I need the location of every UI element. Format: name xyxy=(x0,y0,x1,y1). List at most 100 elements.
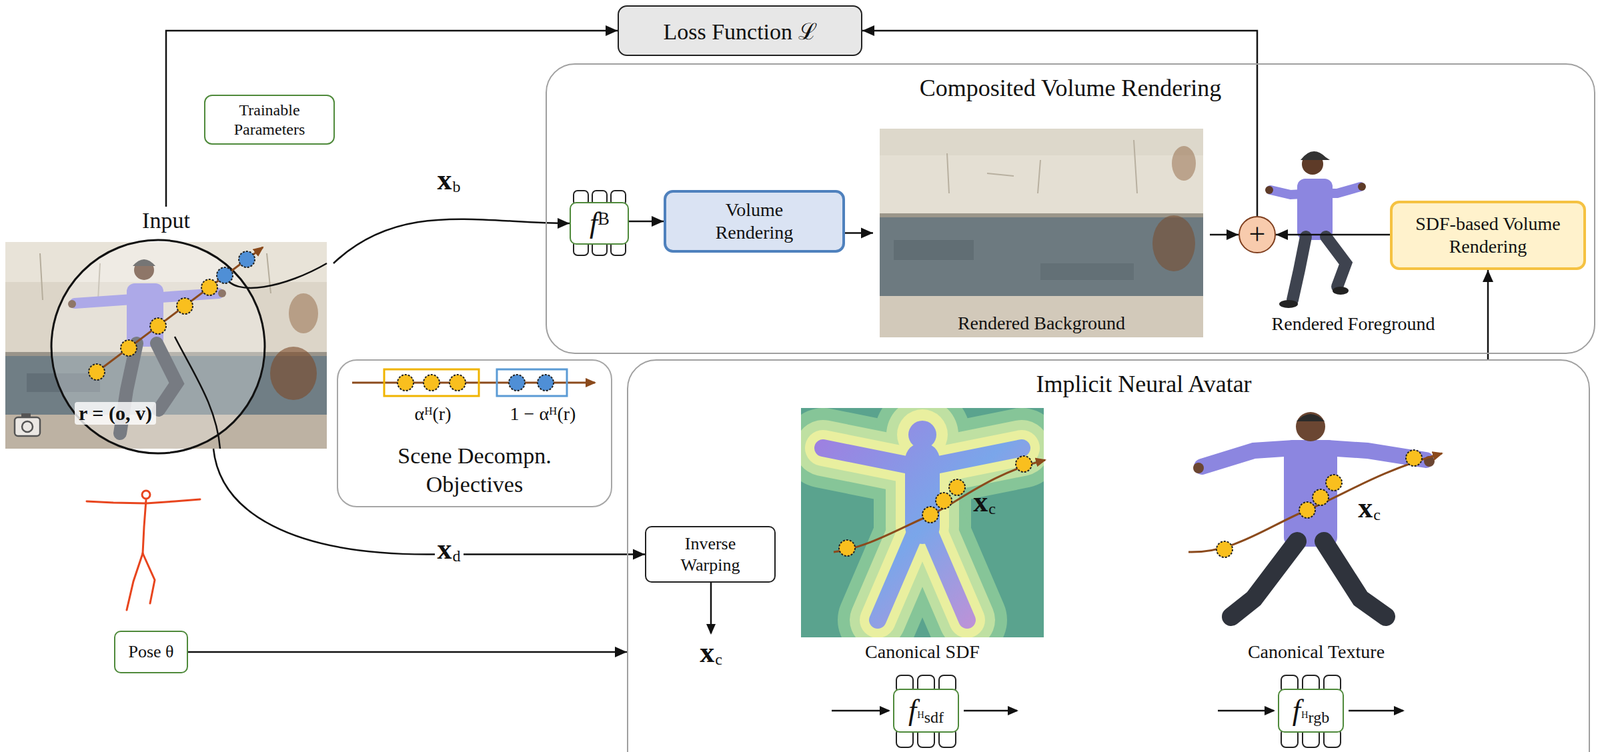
canonical-texture-ray-part xyxy=(1188,453,1442,553)
scene-decomposition-ray-part xyxy=(397,374,554,391)
node-text: Pose θ xyxy=(128,642,174,663)
pose-skeleton-part xyxy=(86,499,201,504)
pose-box: Pose θ xyxy=(114,630,189,674)
scene-decomposition-ray-part xyxy=(352,382,595,385)
edge-label: xd xyxy=(434,548,464,565)
arrow-head xyxy=(557,218,570,229)
math-label: xc xyxy=(1357,493,1381,523)
canonical-texture-figure-part xyxy=(1323,541,1386,617)
background-photo-part xyxy=(893,240,974,261)
connector xyxy=(1275,234,1390,237)
node-text: Canonical SDF xyxy=(794,641,1051,663)
camera-ray-part xyxy=(96,247,263,373)
node-text: Rendered Foreground xyxy=(1271,313,1436,335)
arrow-head xyxy=(632,549,645,561)
network-box: fᴮ xyxy=(569,202,629,245)
legend-box: Trainable Parameters xyxy=(204,94,335,145)
canonical-texture-figure-part xyxy=(1201,448,1294,467)
network-stubs xyxy=(573,190,1341,748)
canonical-sdf-ray-part xyxy=(833,460,1046,553)
panel: Implicit Neural AvatarInverse WarpingCan… xyxy=(626,359,1590,752)
canonical-texture-ray-part xyxy=(1216,450,1422,558)
node-text: fᴴrgb xyxy=(1292,696,1330,726)
node-text: + xyxy=(1249,220,1266,250)
background-photo xyxy=(879,128,1204,338)
scene-decomposition-ray-part-part xyxy=(537,374,554,391)
arrow-head xyxy=(605,25,618,37)
canonical-image: Canonical Texture xyxy=(1187,408,1446,663)
zoom-circle-part xyxy=(224,263,327,289)
camera-icon-part xyxy=(14,417,41,437)
background-photo-part xyxy=(1040,263,1134,281)
pose-skeleton xyxy=(86,490,201,611)
node-text: Scene Decompn. Objectives xyxy=(394,442,555,499)
connector xyxy=(1487,270,1490,360)
canonical-sdf-image-part-part xyxy=(922,448,1022,469)
arrow-head xyxy=(614,646,627,658)
foreground-figure-part xyxy=(1332,286,1349,295)
foreground-figure xyxy=(1265,151,1366,309)
canonical-sdf-image-part xyxy=(823,409,1022,621)
canonical-sdf-image-part xyxy=(823,408,1022,621)
node-text: Input xyxy=(0,208,334,234)
process-box: Inverse Warping xyxy=(644,526,776,583)
network-io-arrow-part xyxy=(710,582,713,634)
canonical-texture-figure-part xyxy=(1231,541,1298,617)
input-photo-part xyxy=(270,346,317,401)
canonical-sdf-image-part-part xyxy=(877,526,918,621)
edge-label: xb xyxy=(434,178,464,195)
camera-ray-part-part xyxy=(88,364,105,381)
scene-decomposition-ray-part-part xyxy=(397,374,414,391)
canonical-texture-ray-part-part xyxy=(1325,474,1342,491)
node-text: Canonical Texture xyxy=(1187,641,1446,663)
pose-skeleton-part xyxy=(142,490,151,499)
foreground-figure-part xyxy=(1325,236,1346,287)
canonical-sdf-ray-part xyxy=(839,456,1032,557)
node-text: Implicit Neural Avatar xyxy=(698,370,1589,399)
legend-text: Trainable Parameters xyxy=(226,100,313,140)
canonical-sdf-image-part-part xyxy=(823,448,923,469)
canonical-sdf-image-part-part xyxy=(877,526,918,621)
foreground-figure-part xyxy=(1279,300,1298,309)
node-text: Rendered Background xyxy=(873,312,1210,335)
foreground-figure-part xyxy=(1297,178,1333,241)
network-box: fᴴrgb xyxy=(1277,688,1344,733)
canonical-sdf-image-part xyxy=(801,408,1044,638)
canonical-texture-figure xyxy=(1193,412,1435,617)
camera-ray-part xyxy=(88,251,255,381)
scene-decomposition-ray xyxy=(352,369,595,397)
panel: Composited Volume RenderingfᴮVolume Rend… xyxy=(545,63,1596,355)
canonical-texture-figure-part xyxy=(1193,462,1204,474)
camera-icon-part xyxy=(21,413,31,419)
math-label: xc xyxy=(973,487,996,517)
arrow-head xyxy=(1275,229,1288,241)
connector xyxy=(166,30,618,207)
canonical-sdf-ray-part-part xyxy=(949,479,966,496)
canonical-sdf-image-part-part xyxy=(908,420,937,449)
node-text: fᴮ xyxy=(589,207,609,240)
camera-ray-part-part xyxy=(201,279,218,296)
background-photo-part xyxy=(879,128,1204,156)
canonical-texture-ray-part-part xyxy=(1216,541,1233,558)
node-text: Volume Rendering xyxy=(710,198,798,244)
background-photo-part xyxy=(879,217,1204,297)
math-label: r = (o, v) xyxy=(74,402,157,425)
node-text: 1 − αᴴ(r) xyxy=(489,403,597,425)
camera-ray-part-part xyxy=(150,318,167,335)
canonical-texture-ray-part-part xyxy=(1299,502,1316,519)
scene-decomposition-ray-part-part xyxy=(449,374,466,391)
node-text: αᴴ(r) xyxy=(392,403,473,425)
pose-skeleton-part xyxy=(142,500,147,554)
process-box: Volume Rendering xyxy=(663,190,846,253)
canonical-sdf-image-part xyxy=(823,420,1022,621)
canonical-sdf-image-part-part xyxy=(927,526,968,621)
foreground-figure-part xyxy=(1292,236,1306,301)
zoom-circle xyxy=(51,240,327,454)
background-photo-part xyxy=(1152,215,1196,272)
canonical-sdf-image-part-part xyxy=(877,526,918,621)
scene-decomposition-ray-part xyxy=(496,369,567,397)
pose-skeleton-part xyxy=(126,553,143,611)
canonical-sdf-ray xyxy=(833,456,1046,557)
